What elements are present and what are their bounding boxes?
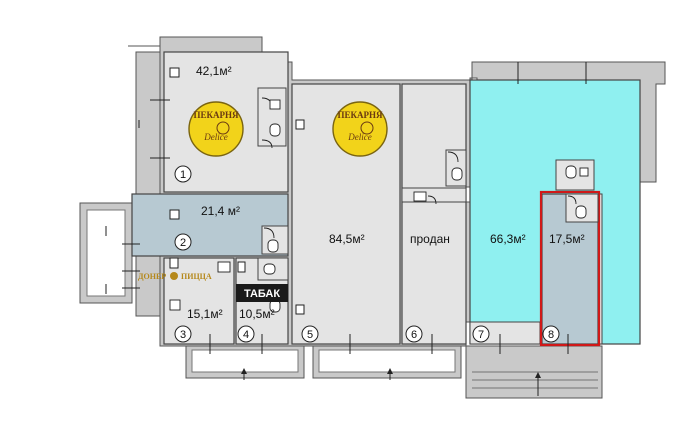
room-1-marker[interactable]: 1: [174, 165, 192, 183]
room-2-number: 2: [180, 237, 186, 249]
room-4-number: 4: [243, 329, 249, 341]
toilet-icon: [269, 123, 281, 137]
room-8-marker[interactable]: 8: [542, 325, 560, 343]
room-3-number: 3: [180, 329, 186, 341]
doner-emblem-icon: [170, 272, 178, 280]
bakery-sign-text: ПЕКАРНЯ: [193, 110, 239, 120]
room-6-number: 6: [411, 329, 417, 341]
room-3-marker[interactable]: 3: [174, 325, 192, 343]
tabak-sign-text: ТАБАК: [244, 288, 280, 300]
room-6[interactable]: [401, 83, 467, 345]
toilet-icon: [575, 205, 587, 219]
sink-icon: [217, 261, 231, 273]
room-2-area: 21,4 м²: [201, 204, 240, 218]
bakery-logo-room-5: ПЕКАРНЯ Delice: [332, 101, 388, 157]
entrance-arrow-icon: [241, 368, 247, 374]
sink-icon: [269, 99, 281, 110]
room-5-area: 84,5м²: [329, 232, 365, 246]
room-8-area: 17,5м²: [549, 232, 585, 246]
doner-sign-text: ДОНЕР: [138, 272, 166, 281]
doner-pizza-sign: ДОНЕР ПИЦЦА: [138, 272, 212, 281]
room-8-number: 8: [548, 329, 554, 341]
room-2-marker[interactable]: 2: [174, 233, 192, 251]
restroom-room-1: [257, 87, 287, 149]
bakery-script-text: Delice: [347, 132, 371, 142]
window-ticks: [105, 62, 587, 354]
room-number-markers: 1 2 3 4 5 6 7 8: [174, 165, 560, 343]
restroom-room-5: [445, 149, 467, 187]
area-labels: 42,1м² 21,4 м² 15,1м² 10,5м² 84,5м² прод…: [187, 64, 585, 321]
restroom-room-6: [413, 191, 437, 205]
pizza-sign-text: ПИЦЦА: [181, 272, 212, 281]
tabak-sign: ТАБАК: [236, 284, 288, 302]
toilet-icon: [263, 263, 276, 275]
column-markers: [169, 67, 305, 315]
restroom-room-4: [217, 257, 289, 281]
restroom-room-7: [565, 165, 589, 179]
bakery-logo-room-1: ПЕКАРНЯ Delice: [188, 101, 244, 157]
restroom-room-8: [565, 193, 599, 223]
bakery-emblem-icon: [216, 121, 230, 135]
toilet-icon: [565, 165, 577, 179]
entrance-arrows: [241, 368, 541, 396]
entrance-arrow-icon: [387, 368, 393, 374]
room-6-area: продан: [410, 232, 450, 246]
restroom-room-2: [261, 225, 289, 255]
bakery-script-text: Delice: [203, 132, 227, 142]
room-1-number: 1: [180, 169, 186, 181]
room-5-marker[interactable]: 5: [301, 325, 319, 343]
room-4-marker[interactable]: 4: [237, 325, 255, 343]
room-3-area: 15,1м²: [187, 307, 223, 321]
bakery-emblem-icon: [360, 121, 374, 135]
rooms: [131, 51, 641, 345]
room-4-area: 10,5м²: [239, 307, 275, 321]
sink-icon: [169, 299, 181, 311]
toilet-icon: [267, 239, 279, 253]
room-7-marker[interactable]: 7: [472, 325, 490, 343]
room-7-area: 66,3м²: [490, 232, 526, 246]
room-6-marker[interactable]: 6: [405, 325, 423, 343]
room-5-number: 5: [307, 329, 313, 341]
sink-icon: [579, 167, 589, 177]
room-7-number: 7: [478, 329, 484, 341]
entrance-arrow-icon: [535, 372, 541, 378]
toilet-icon: [451, 167, 463, 181]
room-1-area: 42,1м²: [196, 64, 232, 78]
bakery-sign-text: ПЕКАРНЯ: [337, 110, 383, 120]
sink-icon: [413, 191, 427, 202]
room-8-highlight: [539, 190, 601, 347]
fixtures: [169, 87, 599, 313]
